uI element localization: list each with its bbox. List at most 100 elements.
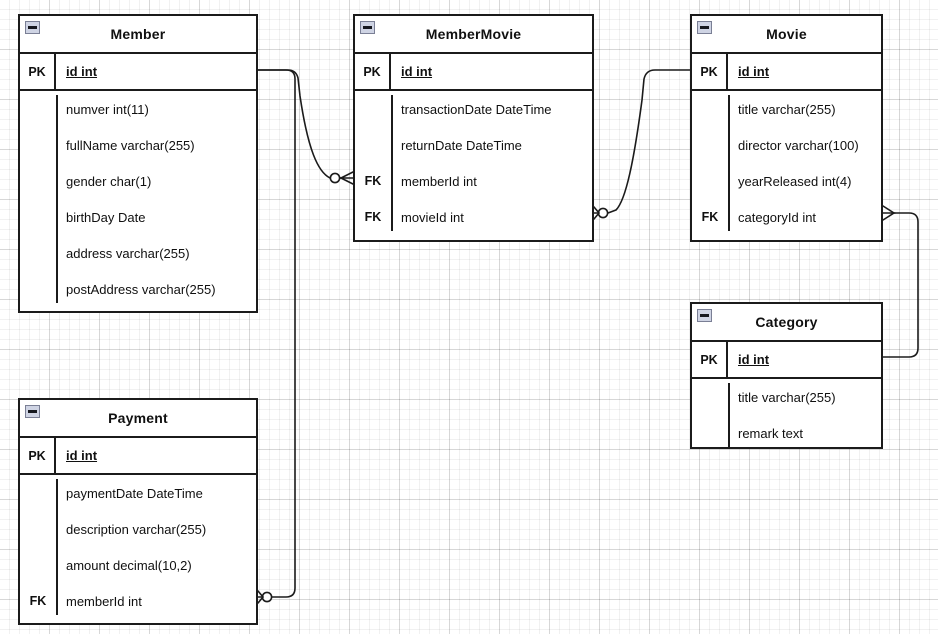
attribute-row: remark text	[692, 415, 881, 451]
entity-member-header: Member	[20, 16, 256, 54]
attribute-row: birthDay Date	[20, 199, 256, 235]
cardinality-zero-circle	[262, 592, 271, 601]
entity-movie-header: Movie	[692, 16, 881, 54]
entity-payment[interactable]: Payment PK id int paymentDate DateTime d…	[18, 398, 258, 625]
column-divider	[728, 383, 730, 447]
attribute-row: fullName varchar(255)	[20, 127, 256, 163]
key-label-pk: PK	[20, 54, 56, 89]
attribute-row: amount decimal(10,2)	[20, 547, 256, 583]
field-name: id int	[401, 64, 433, 79]
field-name: transactionDate DateTime	[401, 101, 552, 117]
field-name: categoryId int	[738, 209, 817, 225]
minus-box-icon[interactable]	[25, 21, 40, 34]
column-divider	[728, 95, 730, 231]
key-label-fk: FK	[364, 210, 382, 224]
attribute-row: FK categoryId int	[692, 199, 881, 235]
attribute-row: FK movieId int	[355, 199, 592, 235]
entity-member-body: numver int(11) fullName varchar(255) gen…	[20, 91, 256, 307]
entity-category[interactable]: Category PK id int title varchar(255) re…	[690, 302, 883, 449]
field-name: id int	[66, 448, 98, 463]
minus-box-icon[interactable]	[25, 405, 40, 418]
key-label-pk: PK	[692, 342, 728, 377]
key-label-pk: PK	[355, 54, 391, 89]
link-category-movie	[883, 206, 918, 357]
key-label-pk: PK	[692, 54, 728, 89]
link-member-membermovie	[258, 70, 353, 184]
attribute-row: yearReleased int(4)	[692, 163, 881, 199]
field-name: postAddress varchar(255)	[66, 281, 216, 297]
entity-membermovie-header: MemberMovie	[355, 16, 592, 54]
attribute-row: FK memberId int	[20, 583, 256, 619]
entity-payment-header: Payment	[20, 400, 256, 438]
field-name: address varchar(255)	[66, 245, 190, 261]
field-name: title varchar(255)	[738, 389, 836, 405]
cardinality-zero-circle	[598, 208, 607, 217]
entity-payment-pk-row: PK id int	[20, 438, 256, 475]
field-name: gender char(1)	[66, 173, 152, 189]
key-label-pk: PK	[20, 438, 56, 473]
entity-payment-title: Payment	[108, 410, 168, 426]
link-member-payment	[258, 70, 295, 603]
attribute-row: FK memberId int	[355, 163, 592, 199]
minus-box-icon[interactable]	[360, 21, 375, 34]
field-name: id int	[66, 64, 98, 79]
entity-membermovie-title: MemberMovie	[425, 26, 522, 42]
attribute-row: transactionDate DateTime	[355, 91, 592, 127]
entity-member-pk-row: PK id int	[20, 54, 256, 91]
field-name: numver int(11)	[66, 101, 149, 117]
entity-membermovie-pk-row: PK id int	[355, 54, 592, 91]
field-name: birthDay Date	[66, 209, 146, 225]
entity-category-body: title varchar(255) remark text	[692, 379, 881, 451]
attribute-row: returnDate DateTime	[355, 127, 592, 163]
attribute-row: description varchar(255)	[20, 511, 256, 547]
entity-category-pk-row: PK id int	[692, 342, 881, 379]
entity-movie[interactable]: Movie PK id int title varchar(255) direc…	[690, 14, 883, 242]
attribute-row: numver int(11)	[20, 91, 256, 127]
field-name: amount decimal(10,2)	[66, 557, 192, 573]
attribute-row: address varchar(255)	[20, 235, 256, 271]
attribute-row: title varchar(255)	[692, 379, 881, 415]
field-name: remark text	[738, 425, 804, 441]
key-label-fk: FK	[29, 594, 47, 608]
entity-category-title: Category	[755, 314, 818, 330]
column-divider	[391, 95, 393, 231]
link-movie-membermovie	[594, 70, 690, 219]
field-name: returnDate DateTime	[401, 137, 522, 153]
attribute-row: paymentDate DateTime	[20, 475, 256, 511]
attribute-row: postAddress varchar(255)	[20, 271, 256, 307]
field-name: director varchar(100)	[738, 137, 859, 153]
key-label-fk: FK	[364, 174, 382, 188]
entity-member-title: Member	[110, 26, 166, 42]
entity-movie-title: Movie	[766, 26, 807, 42]
field-name: description varchar(255)	[66, 521, 207, 537]
field-name: movieId int	[401, 209, 464, 225]
field-name: yearReleased int(4)	[738, 173, 852, 189]
field-name: fullName varchar(255)	[66, 137, 195, 153]
field-name: memberId int	[401, 173, 477, 189]
crowfoot-many	[883, 206, 895, 220]
entity-movie-body: title varchar(255) director varchar(100)…	[692, 91, 881, 235]
attribute-row: gender char(1)	[20, 163, 256, 199]
field-name: memberId int	[66, 593, 142, 609]
column-divider	[56, 95, 58, 303]
entity-member[interactable]: Member PK id int numver int(11) fullName…	[18, 14, 258, 313]
crowfoot-many	[340, 172, 353, 184]
field-name: paymentDate DateTime	[66, 485, 203, 501]
field-name: id int	[738, 352, 770, 367]
attribute-row: director varchar(100)	[692, 127, 881, 163]
entity-membermovie-body: transactionDate DateTime returnDate Date…	[355, 91, 592, 235]
field-name: title varchar(255)	[738, 101, 836, 117]
minus-box-icon[interactable]	[697, 309, 712, 322]
entity-category-header: Category	[692, 304, 881, 342]
field-name: id int	[738, 64, 770, 79]
entity-payment-body: paymentDate DateTime description varchar…	[20, 475, 256, 619]
minus-box-icon[interactable]	[697, 21, 712, 34]
column-divider	[56, 479, 58, 615]
entity-membermovie[interactable]: MemberMovie PK id int transactionDate Da…	[353, 14, 594, 242]
crowfoot-many	[594, 207, 599, 219]
crowfoot-many	[258, 591, 263, 603]
entity-movie-pk-row: PK id int	[692, 54, 881, 91]
attribute-row: title varchar(255)	[692, 91, 881, 127]
key-label-fk: FK	[701, 210, 719, 224]
